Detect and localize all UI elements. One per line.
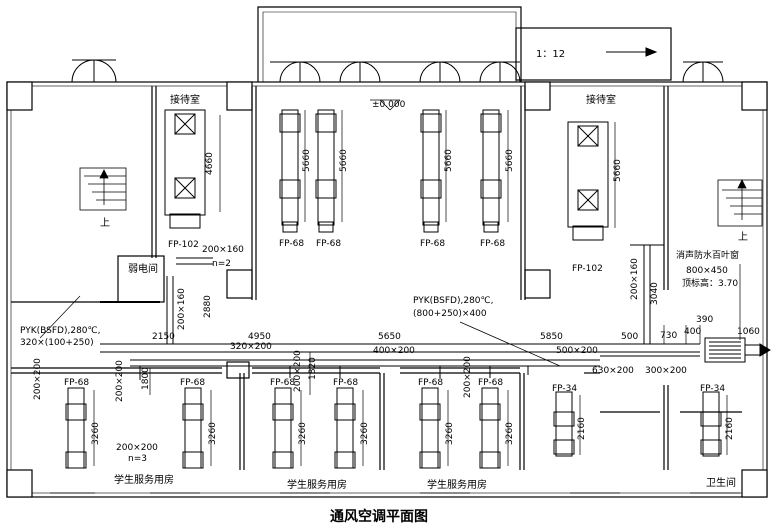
dim-3260: 3260 xyxy=(91,422,101,445)
louver-size: 800×450 xyxy=(686,266,728,276)
fp34-label: FP-34 xyxy=(552,384,577,394)
fp102-right-label: FP-102 xyxy=(572,264,603,274)
fp68-top-label: FP-68 xyxy=(279,239,304,249)
dim-3040: 3040 xyxy=(650,282,660,305)
room-reception-left: 接待室 xyxy=(170,93,200,106)
pyk-left-line2: 320×(100+250) xyxy=(20,338,94,348)
room-toilet: 卫生间 xyxy=(706,476,736,489)
dim-1800: 1800 xyxy=(141,367,151,390)
pyk-left-line1: PYK(BSFD),280℃, xyxy=(20,326,101,336)
dim-5650: 5650 xyxy=(378,332,401,342)
louver-elevation: 顶标高：3.70 xyxy=(682,277,738,289)
fp68-bottom-label: FP-68 xyxy=(64,378,89,388)
dim-4950: 4950 xyxy=(248,332,271,342)
windows-bottom xyxy=(50,492,740,498)
duct-n3: n=3 xyxy=(128,454,147,464)
dim-2150: 2150 xyxy=(152,332,175,342)
drawing-title: 通风空调平面图 xyxy=(330,508,428,525)
dim-500: 500 xyxy=(621,332,638,342)
stairs xyxy=(79,167,763,227)
duct-200x200: 200×200 xyxy=(293,350,303,392)
dim-5660: 5660 xyxy=(302,149,312,172)
stairs-up-right: 上 xyxy=(738,231,748,243)
pyk-mid-line2: (800+250)×400 xyxy=(413,309,487,319)
duct-200x200: 200×200 xyxy=(116,443,158,453)
duct-200x200: 200×200 xyxy=(115,360,125,402)
fp68-bottom-units xyxy=(65,387,501,469)
fp68-bottom-label: FP-68 xyxy=(418,378,443,388)
room-student-3: 学生服务用房 xyxy=(427,478,487,491)
labels: 1：12 ±0.000 接待室 接待室 弱电间 学生服务用房 学生服务用房 学生… xyxy=(20,49,760,525)
room-weak-electric: 弱电间 xyxy=(128,262,158,275)
fp102-left-label: FP-102 xyxy=(168,240,199,250)
duct-320x200: 320×200 xyxy=(230,342,272,352)
fp68-top-units xyxy=(279,109,502,233)
dim-2880: 2880 xyxy=(203,295,213,318)
dim-3260: 3260 xyxy=(505,422,515,445)
dim-3260: 3260 xyxy=(208,422,218,445)
fp68-bottom-label: FP-68 xyxy=(333,378,358,388)
fp34-unit-a xyxy=(555,391,573,457)
room-reception-right: 接待室 xyxy=(586,93,616,106)
fp68-bottom-label: FP-68 xyxy=(478,378,503,388)
ducts xyxy=(100,244,771,380)
dim-730: 730 xyxy=(660,331,677,341)
duct-200x160: 200×160 xyxy=(177,288,187,330)
fp68-top-label: FP-68 xyxy=(420,239,445,249)
outer-wall xyxy=(6,81,768,498)
dim-2160: 2160 xyxy=(725,417,735,440)
dim-5660: 5660 xyxy=(613,159,623,182)
fp102-left-unit xyxy=(164,109,206,216)
elevation-label: ±0.000 xyxy=(372,100,406,110)
dim-1820: 1820 xyxy=(308,357,318,380)
dim-1060: 1060 xyxy=(737,327,760,337)
dim-5850: 5850 xyxy=(540,332,563,342)
fp102-right-unit xyxy=(567,121,609,228)
dim-5660: 5660 xyxy=(505,149,515,172)
duct-500x200: 500×200 xyxy=(556,346,598,356)
dimension-lines xyxy=(39,99,741,466)
dim-400: 400 xyxy=(684,327,701,337)
fan-coil-units xyxy=(65,109,722,469)
duct-200x160: 200×160 xyxy=(630,258,640,300)
dim-2160: 2160 xyxy=(577,417,587,440)
pyk-mid-line1: PYK(BSFD),280℃, xyxy=(413,296,494,306)
door-arcs xyxy=(71,47,724,83)
duct-300x200: 300×200 xyxy=(645,366,687,376)
duct-200x200: 200×200 xyxy=(33,358,43,400)
fp68-bottom-label: FP-68 xyxy=(270,378,295,388)
room-student-1: 学生服务用房 xyxy=(114,473,174,486)
duct-200x200: 200×200 xyxy=(463,356,473,398)
stairs-up-left: 上 xyxy=(100,217,110,229)
fp68-top-label: FP-68 xyxy=(480,239,505,249)
dim-3260: 3260 xyxy=(445,422,455,445)
dim-5660: 5660 xyxy=(339,149,349,172)
fp34-unit-b xyxy=(702,391,720,457)
fp34-label: FP-34 xyxy=(700,384,725,394)
dim-390: 390 xyxy=(696,315,713,325)
fp68-bottom-label: FP-68 xyxy=(180,378,205,388)
louver-label: 消声防水百叶窗 xyxy=(676,249,739,261)
dim-3260: 3260 xyxy=(360,422,370,445)
room-student-2: 学生服务用房 xyxy=(287,478,347,491)
fp68-top-label: FP-68 xyxy=(316,239,341,249)
duct-400x200: 400×200 xyxy=(373,346,415,356)
walls xyxy=(6,6,768,498)
duct-200x160: 200×160 xyxy=(202,245,244,255)
dim-3260: 3260 xyxy=(298,422,308,445)
dim-5660: 5660 xyxy=(444,149,454,172)
duct-630x200: 630×200 xyxy=(592,366,634,376)
scale-label: 1：12 xyxy=(536,49,565,60)
dim-4660: 4660 xyxy=(205,152,215,175)
duct-n2: n=2 xyxy=(212,259,231,269)
